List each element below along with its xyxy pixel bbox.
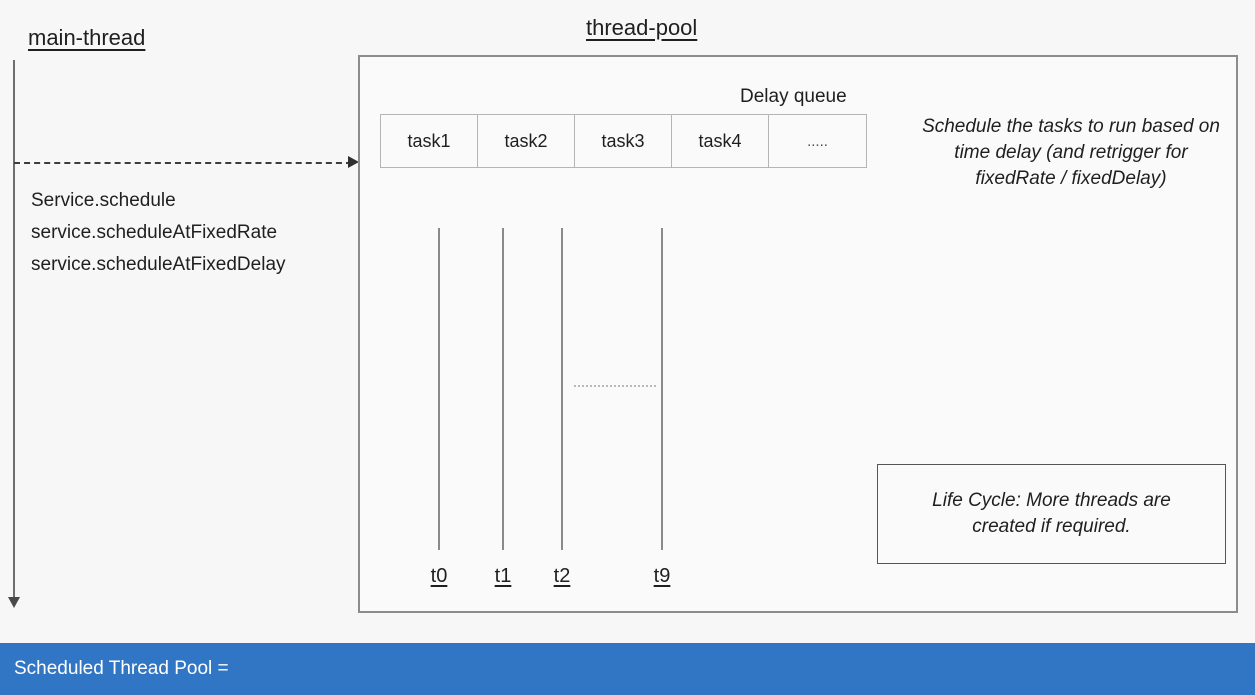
thread-label-t1: t1 [494, 565, 512, 587]
delay-queue-table: task1 task2 task3 task4 ..... [380, 114, 867, 168]
thread-label-t9: t9 [653, 565, 671, 587]
call-line: Service.schedule [31, 190, 176, 211]
call-line: service.scheduleAtFixedDelay [31, 254, 286, 275]
thread-lifeline-t0 [438, 228, 440, 550]
thread-label-t0: t0 [430, 565, 448, 587]
main-thread-title: main-thread [28, 25, 146, 50]
queue-cell-overflow: ..... [807, 132, 828, 150]
footer-bar: Scheduled Thread Pool = [0, 643, 1255, 695]
call-line: service.scheduleAtFixedRate [31, 222, 278, 243]
queue-cell: task4 [672, 115, 769, 167]
schedule-call-arrowhead-icon [348, 156, 359, 168]
thread-lifeline-t1 [502, 228, 504, 550]
main-thread-lifeline [13, 60, 15, 600]
queue-cell: task2 [478, 115, 575, 167]
schedule-call-dashed-line [14, 162, 352, 164]
schedule-annotation: Schedule the tasks to run based on time … [922, 116, 1220, 189]
thread-label-t2: t2 [553, 565, 571, 587]
footer-caption: Scheduled Thread Pool = [14, 658, 229, 679]
thread-gap-dotted-connector [574, 385, 656, 387]
life-cycle-box: Life Cycle: More threads are created if … [877, 464, 1226, 564]
thread-lifeline-t2 [561, 228, 563, 550]
main-thread-call-list: Service.schedule service.scheduleAtFixed… [31, 185, 351, 281]
queue-cell: task1 [381, 115, 478, 167]
queue-cell: task3 [575, 115, 672, 167]
main-thread-arrowhead-icon [8, 597, 20, 608]
thread-pool-title: thread-pool [586, 15, 698, 40]
life-cycle-text: Life Cycle: More threads are created if … [932, 490, 1171, 537]
delay-queue-label: Delay queue [740, 86, 847, 107]
thread-lifeline-t9 [661, 228, 663, 550]
